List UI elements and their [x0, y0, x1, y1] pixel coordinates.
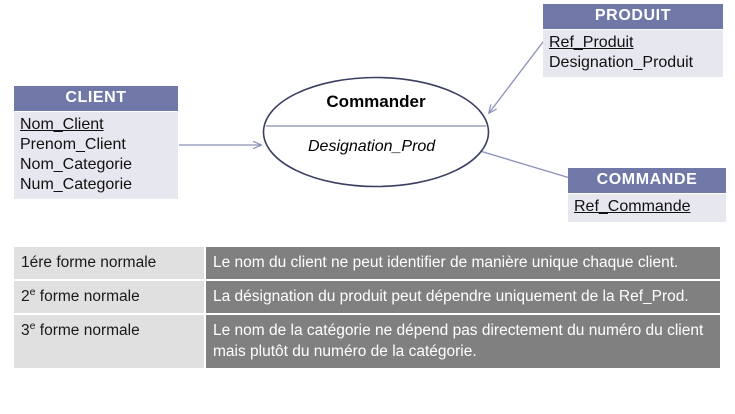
normal-form-label-prefix: 2: [21, 288, 30, 305]
connector-produit-to-commander: [489, 37, 547, 113]
normal-form-description: Le nom de la catégorie ne dépend pas dir…: [204, 314, 720, 368]
normal-form-label-suffix: forme normale: [35, 322, 140, 339]
normal-form-label: 2e forme normale: [14, 280, 205, 315]
relationship-commander: Commander Designation_Prod: [262, 76, 490, 188]
normal-form-label-suffix: normale: [95, 254, 157, 271]
relationship-labels: Commander Designation_Prod: [262, 76, 490, 188]
normal-form-label-prefix: 3: [21, 322, 30, 339]
relationship-attribute: Designation_Prod: [308, 138, 436, 155]
entity-client-attributes: Nom_Client Prenom_Client Nom_Categorie N…: [14, 112, 178, 199]
normal-form-label-sup: e: [29, 319, 36, 332]
relationship-title: Commander: [326, 92, 426, 111]
attribute-num-categorie: Num_Categorie: [20, 176, 133, 193]
attribute-prenom-client: Prenom_Client: [20, 136, 126, 153]
entity-produit: PRODUIT Ref_Produit Designation_Produit: [543, 4, 723, 77]
entity-commande-attributes: Ref_Commande: [568, 194, 726, 222]
entity-commande-title: COMMANDE: [568, 168, 726, 194]
normal-form-description: La désignation du produit peut dépendre …: [204, 280, 720, 315]
normal-form-label: 3e forme normale: [14, 314, 205, 368]
normal-form-label-prefix: 1ére forme: [21, 254, 96, 271]
entity-produit-attributes: Ref_Produit Designation_Produit: [543, 30, 723, 77]
attribute-designation-produit: Designation_Produit: [549, 54, 694, 71]
table-row: 1ére forme normale Le nom du client ne p…: [14, 247, 720, 281]
normal-form-description: Le nom du client ne peut identifier de m…: [204, 247, 720, 281]
attribute-ref-produit: Ref_Produit: [549, 34, 634, 51]
entity-commande: COMMANDE Ref_Commande: [568, 168, 726, 222]
table-row: 3e forme normale Le nom de la catégorie …: [14, 314, 720, 368]
normal-form-label: 1ére forme normale: [14, 247, 205, 281]
entity-client-title: CLIENT: [14, 86, 178, 112]
entity-produit-title: PRODUIT: [543, 4, 723, 30]
normal-forms-table: 1ére forme normale Le nom du client ne p…: [14, 247, 720, 368]
relationship-ellipse-shape: [262, 76, 490, 188]
table-row: 2e forme normale La désignation du produ…: [14, 280, 720, 315]
attribute-nom-client: Nom_Client: [20, 116, 104, 133]
normal-form-label-suffix: forme normale: [35, 288, 140, 305]
entity-client: CLIENT Nom_Client Prenom_Client Nom_Cate…: [14, 86, 178, 199]
normal-form-label-sup: e: [29, 285, 36, 298]
attribute-nom-categorie: Nom_Categorie: [20, 156, 133, 173]
attribute-ref-commande: Ref_Commande: [574, 198, 691, 215]
